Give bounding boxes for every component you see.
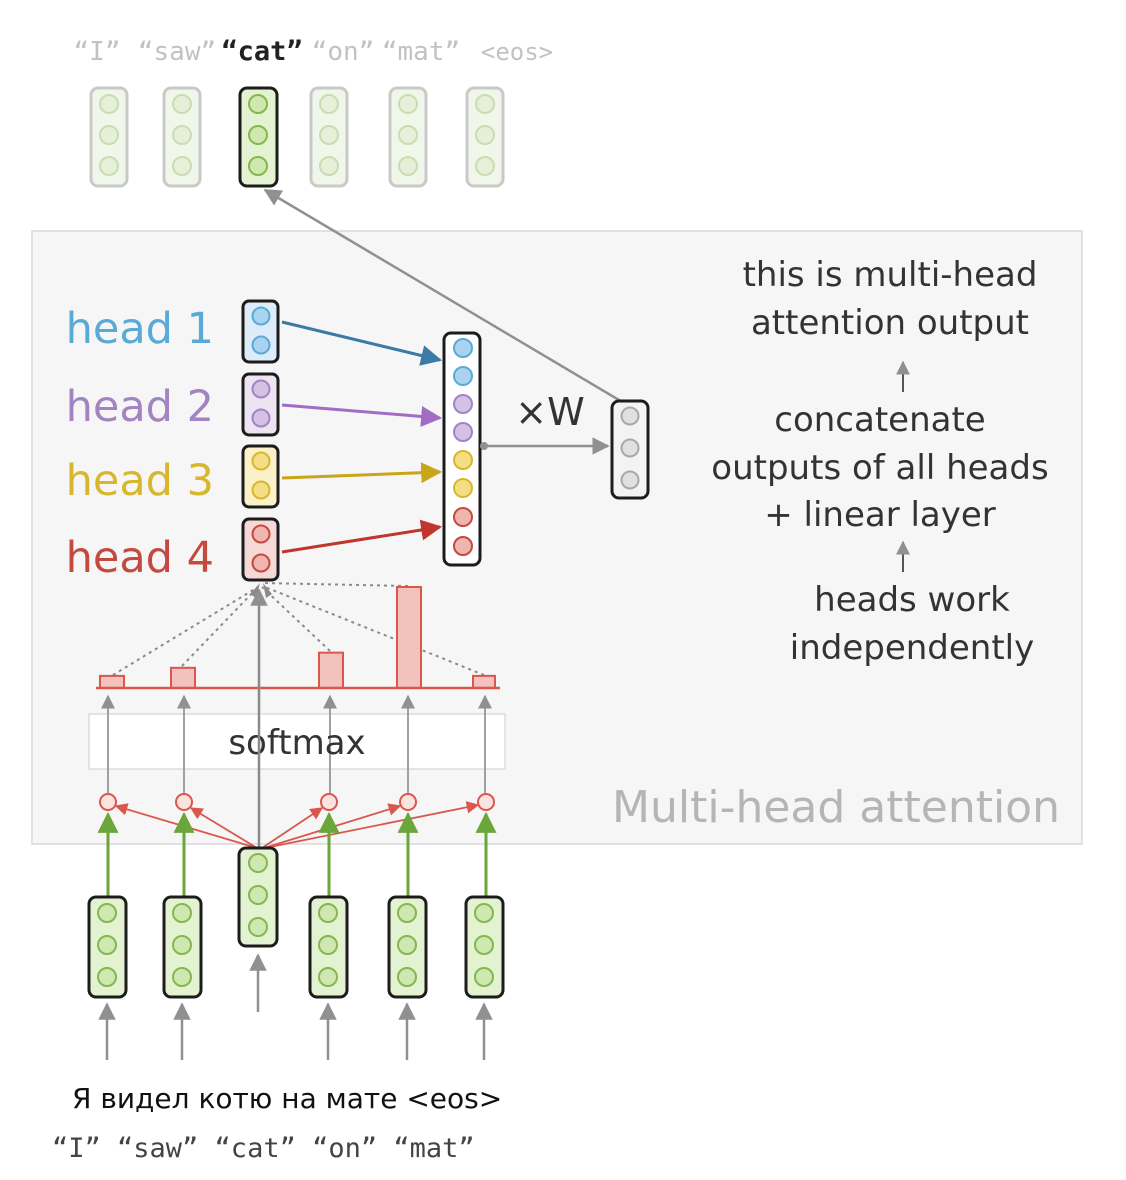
head4-arrow: [281, 519, 443, 554]
attention-bar: [318, 651, 344, 690]
head-vector-1: [241, 299, 280, 364]
concat-vector: [442, 331, 482, 567]
head-vector-2: [241, 372, 280, 437]
box-label: Multi-head attention: [612, 782, 1060, 833]
output-vector-faded: [388, 86, 428, 188]
attention-dotted-lines: [112, 582, 485, 676]
head3-arrow: [281, 462, 443, 484]
output-arrow: [263, 188, 625, 405]
head2-arrow: [281, 403, 443, 427]
score-circles: [99, 793, 495, 811]
note-line: attention output: [751, 303, 1029, 343]
output-vectors: [89, 86, 505, 188]
softmax-label: softmax: [228, 723, 365, 763]
query-vector: [237, 846, 279, 948]
input-vector: [308, 895, 349, 999]
softmax-box: [88, 713, 506, 770]
output-vector-faded: [89, 86, 129, 188]
head-vector-3: [241, 444, 280, 509]
output-vector-active: [238, 86, 279, 188]
note-line: this is multi-head: [743, 255, 1038, 295]
attention-bar: [170, 666, 196, 689]
output-vector-faded: [162, 86, 202, 188]
input-arrows: [98, 953, 493, 1060]
head-label-3: head 3: [66, 456, 214, 506]
note-line: heads work: [814, 580, 1010, 620]
input-vector: [464, 895, 505, 999]
output-tokens: “I” “saw” “cat” “on” “mat” <eos>: [74, 36, 554, 67]
output-token-highlighted: “cat”: [221, 36, 302, 67]
attention-bar: [472, 674, 496, 690]
notes: this is multi-head attention output conc…: [711, 255, 1048, 668]
head-vector-4: [241, 517, 280, 582]
note-line: + linear layer: [764, 495, 996, 535]
softmax-arrows: [101, 694, 492, 793]
head-label-2: head 2: [66, 382, 214, 432]
input-vector: [162, 895, 203, 999]
input-vector: [387, 895, 428, 999]
attention-bar: [396, 586, 422, 689]
head1-arrow: [281, 320, 443, 366]
input-vectors: [87, 846, 505, 999]
output-token: “saw”: [138, 37, 216, 67]
head-label-4: head 4: [66, 533, 214, 583]
input-vector: [87, 895, 128, 999]
key-arrows: [97, 811, 497, 897]
linear-output-vector: [610, 399, 650, 500]
output-vector-faded: [309, 86, 349, 188]
output-token: <eos>: [481, 38, 553, 66]
output-token: “I”: [74, 37, 121, 67]
output-token: “mat”: [382, 37, 460, 67]
output-vector-faded: [465, 86, 505, 188]
attention-bars: [99, 586, 496, 690]
output-token: “on”: [312, 37, 375, 67]
note-line: outputs of all heads: [711, 448, 1048, 488]
head-label-1: head 1: [66, 304, 214, 354]
source-sentence: Я видел котю на мате <eos>: [72, 1082, 502, 1115]
source-translation: “I” “saw” “cat” “on” “mat”: [52, 1133, 475, 1164]
times-w-label: ×W: [515, 390, 584, 434]
note-line: concatenate: [774, 400, 985, 440]
attention-bar: [99, 674, 125, 690]
note-line: independently: [790, 628, 1035, 668]
